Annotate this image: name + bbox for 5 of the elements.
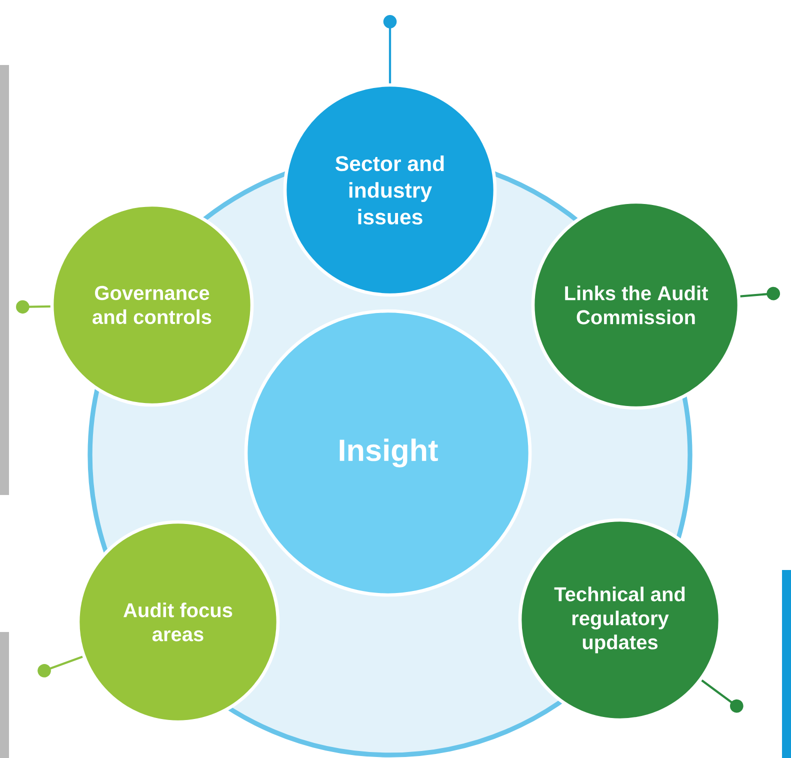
leader-line bbox=[740, 286, 780, 300]
leader-line bbox=[38, 656, 83, 678]
leader-line bbox=[701, 680, 744, 713]
leader-line bbox=[16, 300, 50, 314]
leader-line bbox=[383, 15, 397, 84]
